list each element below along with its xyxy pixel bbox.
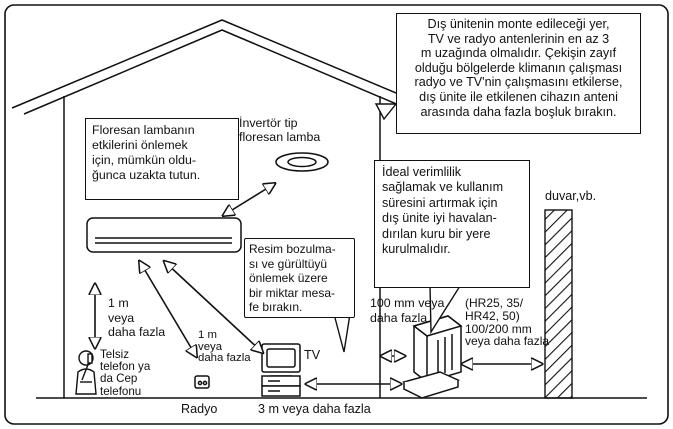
hundred-mm-label: 100 mm veya daha fazla (370, 296, 444, 325)
interference-note-line: sı ve gürültüyü (249, 256, 328, 271)
antenna-note-line: Dış ünitenin monte edileceği yer, (427, 17, 610, 31)
model-clearance-label-line: (HR25, 35/ (465, 296, 524, 310)
outdoor-unit-icon (402, 315, 463, 399)
wall-hatched (544, 209, 573, 399)
antenna-note-line: olduğu bölgelerde klimanın çalışması (414, 60, 623, 75)
fluorescent-note-line: Floresan lambanın (92, 123, 195, 137)
fluorescent-note-line: etkilerini önlemek (92, 138, 188, 152)
antenna-note-line: dış ünite ile etkilenen cihazın anteni (419, 89, 618, 104)
ventilation-note: İdeal verimlilik sağlamak ve kullanım sü… (374, 160, 530, 288)
phone-label-line: telefonu (100, 384, 142, 398)
ventilation-note-line: kurulmalıdır. (382, 242, 451, 257)
antenna-note-pointer (374, 103, 398, 121)
arrow-indoor-radio (140, 262, 196, 356)
model-clearance-label-line: veya daha fazla (465, 334, 550, 349)
ventilation-note-line: İdeal verimlilik (382, 165, 462, 179)
interference-note-line: önlemek üzere (249, 271, 328, 286)
phone-label-line: telefon ya (100, 360, 151, 374)
ventilation-note-line: dırılan kuru bir yere (382, 226, 491, 241)
wall-label: duvar,vb. (545, 189, 597, 203)
one-m-label: 1 m veya daha fazla (108, 296, 165, 340)
one-m-small-label-line: daha fazla (198, 352, 251, 365)
phone-label-line: da Cep (100, 372, 138, 386)
interference-note-line: fe bırakın. (249, 300, 303, 315)
fluorescent-note-line: ğunca uzakta tutun. (92, 168, 201, 182)
one-m-label-line: daha fazla (108, 325, 166, 340)
hundred-mm-label-line: daha fazla (370, 310, 428, 325)
antenna-note-line: m uzağında olmalıdır. Çekişin zayıf (420, 46, 617, 61)
tv-icon (261, 343, 301, 397)
inverter-lamp-label-line: floresan lamba (239, 129, 321, 144)
antenna-note-line: TV ve radyo antenlerinin en az 3 (427, 31, 610, 46)
one-m-small-label-line: 1 m (198, 329, 217, 341)
fluorescent-note-line: için, mümkün oldu- (92, 153, 196, 167)
antenna-note-line: radyo ve TV'nin çalışmasını etkilerse, (414, 75, 623, 90)
one-m-small-label-line: veya (198, 340, 223, 353)
one-m-label-line: 1 m (108, 296, 129, 310)
tv-label: TV (304, 348, 321, 362)
antenna-note-line: arasında daha fazla boşluk bırakın. (420, 104, 617, 119)
antenna-note: Dış ünitenin monte edileceği yer, TV ve … (396, 13, 641, 134)
ventilation-note-line: sağlamak ve kullanım (382, 180, 504, 195)
radio-label: Radyo (181, 402, 218, 416)
hundred-mm-label-line: 100 mm veya (370, 296, 445, 310)
clearance-arrows (95, 184, 541, 384)
inverter-lamp-label: İnvertör tip floresan lamba (239, 116, 321, 144)
fluorescent-note: Floresan lambanın etkilerini önlemek içi… (85, 118, 239, 200)
interference-note-line: bir miktar mesa- (249, 285, 336, 300)
phone-label-line: Telsiz (100, 348, 129, 361)
model-clearance-label: (HR25, 35/ HR42, 50) 100/200 mm veya dah… (465, 297, 549, 348)
phone-user-icon (75, 350, 97, 395)
phone-label: Telsiz telefon ya da Cep telefonu (100, 348, 151, 398)
house-outline (11, 19, 433, 398)
radio-icon (194, 375, 210, 389)
one-m-label-line: veya (108, 310, 135, 325)
ventilation-note-line: dış ünite iyi havalan- (382, 211, 497, 226)
interference-note: Resim bozulma- sı ve gürültüyü önlemek ü… (244, 238, 355, 318)
three-m-label: 3 m veya daha fazla (258, 402, 371, 416)
inverter-lamp-label-line: İnvertör tip (239, 116, 298, 130)
model-clearance-label-line: HR42, 50) (465, 308, 520, 323)
interference-note-line: Resim bozulma- (249, 242, 336, 256)
model-clearance-label-line: 100/200 mm (465, 321, 532, 336)
one-m-small-label: 1 m veya daha fazla (198, 329, 251, 365)
ventilation-note-line: süresini artırmak için (382, 195, 498, 210)
indoor-unit-icon (86, 217, 242, 253)
arrow-indoor-lamp (224, 184, 274, 215)
fluorescent-lamp-icon (275, 152, 329, 172)
